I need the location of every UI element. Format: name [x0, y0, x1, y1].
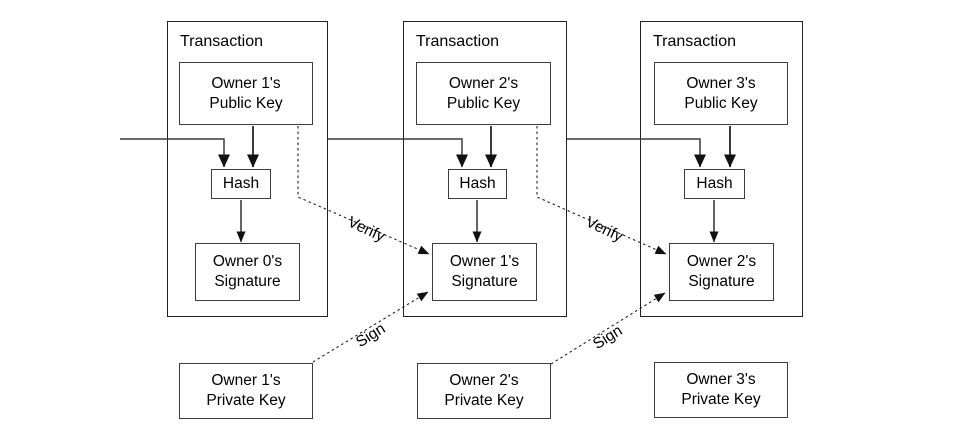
public-key-box-3: Owner 3's Public Key [654, 62, 788, 125]
public-key-box-1: Owner 1's Public Key [179, 62, 313, 125]
private-key-box-1: Owner 1's Private Key [179, 363, 313, 419]
hash-box-3: Hash [684, 169, 745, 199]
transaction-title-2: Transaction [416, 33, 499, 50]
signature-box-1: Owner 0's Signature [195, 243, 300, 301]
signature-box-3: Owner 2's Signature [669, 243, 774, 301]
private-key-box-2: Owner 2's Private Key [417, 363, 551, 419]
sign-label-2: Sign [590, 322, 626, 354]
transaction-title-3: Transaction [653, 33, 736, 50]
signature-box-2: Owner 1's Signature [432, 243, 537, 301]
public-key-box-2: Owner 2's Public Key [416, 62, 551, 125]
hash-box-1: Hash [211, 169, 271, 199]
verify-label-2: Verify [583, 213, 626, 246]
hash-box-2: Hash [448, 169, 507, 199]
private-key-box-3: Owner 3's Private Key [654, 362, 788, 418]
sign-label-1: Sign [353, 320, 389, 352]
transaction-title-1: Transaction [180, 33, 263, 50]
verify-label-1: Verify [345, 213, 388, 246]
